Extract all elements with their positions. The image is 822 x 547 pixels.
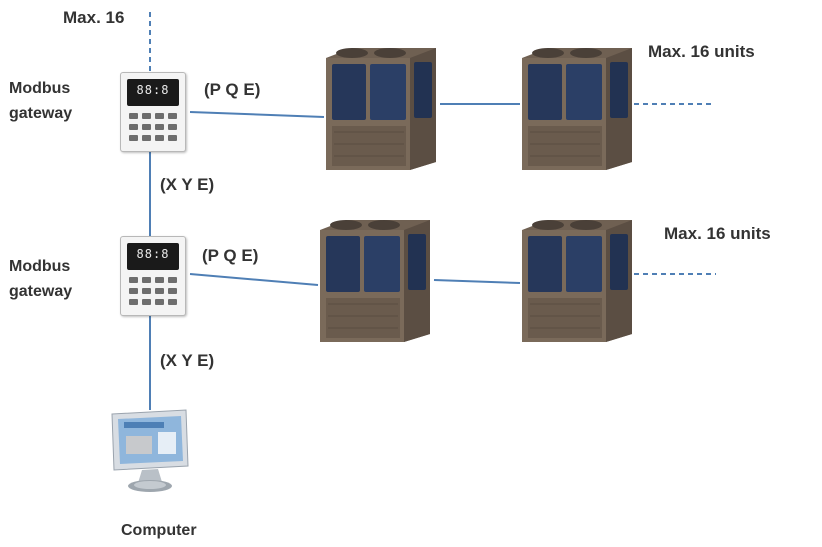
max-top-label: Max. 16 <box>63 8 125 27</box>
gateway-display-text: 88:8 <box>136 83 170 97</box>
outdoor-unit-4 <box>522 220 632 342</box>
computer-label: Computer <box>121 522 197 539</box>
pqe-label-2: (P Q E) <box>202 246 259 265</box>
computer-monitor-icon <box>111 409 189 492</box>
modbus-gateway-2: 88:8 <box>120 236 186 316</box>
pqe-line-2 <box>189 273 319 286</box>
max-units-label-1: Max. 16 units <box>648 42 755 61</box>
max-units-label-2: Max. 16 units <box>664 224 771 243</box>
pqe-line-1 <box>189 111 325 118</box>
modbus-gateway-1: 88:8 <box>120 72 186 152</box>
outdoor-unit-1 <box>326 48 436 170</box>
gateway-display: 88:8 <box>127 79 179 106</box>
xye-label-1: (X Y E) <box>160 175 215 194</box>
gateway-keypad <box>129 113 177 145</box>
outdoor-unit-3 <box>320 220 430 342</box>
gateway-keypad <box>129 277 177 309</box>
gateway-display: 88:8 <box>127 243 179 270</box>
gateway-2-label-line2: gateway <box>9 283 73 300</box>
gateway-display-text: 88:8 <box>136 247 170 261</box>
xye-label-2: (X Y E) <box>160 351 215 370</box>
unit-link-line-2 <box>433 279 521 284</box>
gateway-2-label-line1: Modbus <box>9 258 71 275</box>
pqe-label-1: (P Q E) <box>204 80 261 99</box>
gateway-1-label-line1: Modbus <box>9 80 71 97</box>
outdoor-unit-2 <box>522 48 632 170</box>
gateway-1-label-line2: gateway <box>9 105 73 122</box>
